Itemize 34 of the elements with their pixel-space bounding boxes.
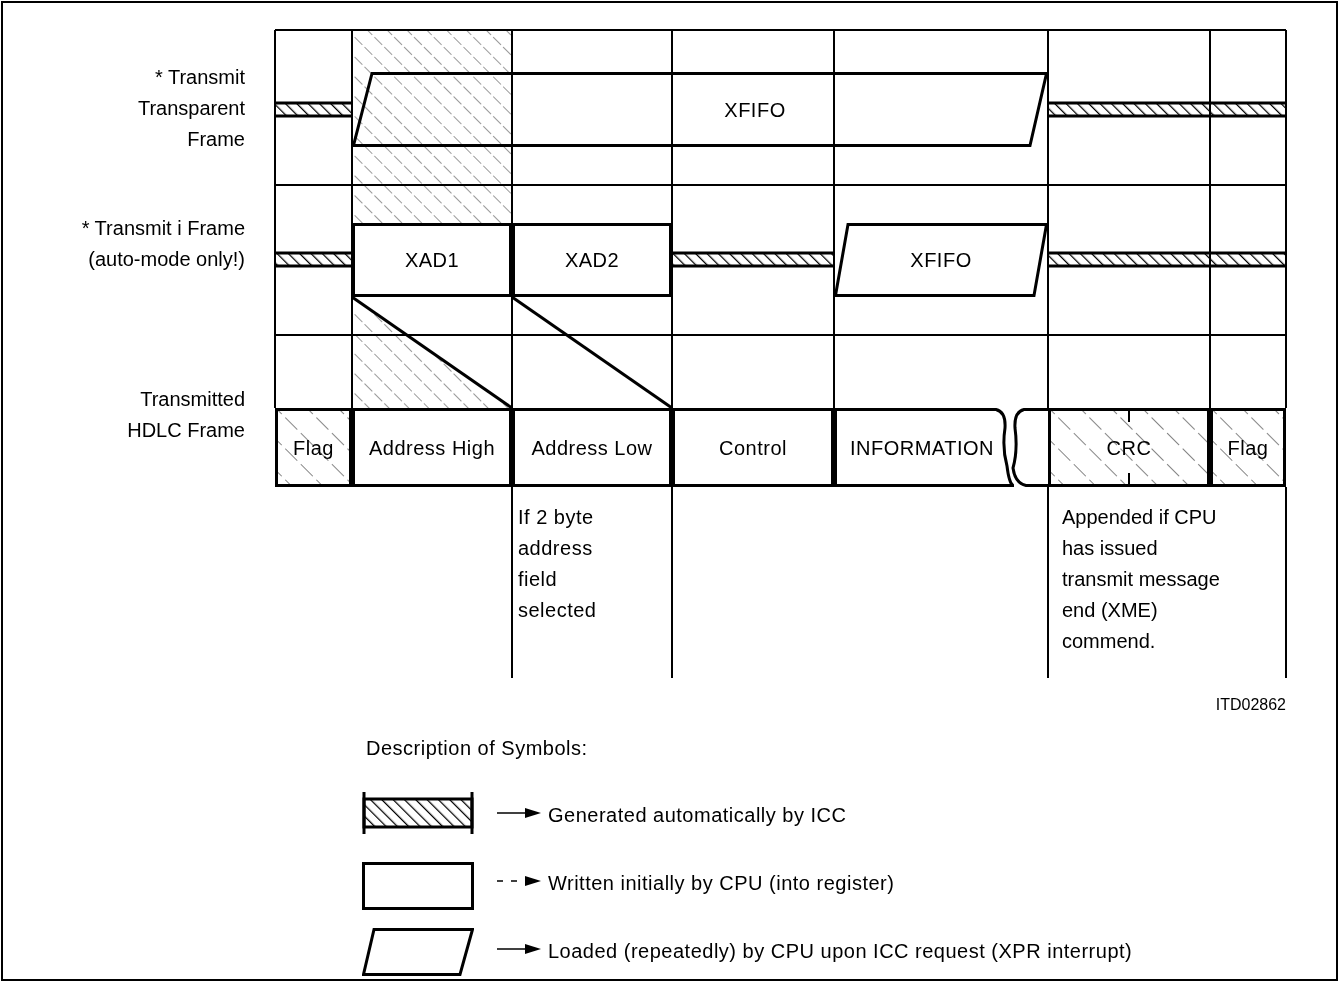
register-label: XFIFO (723, 97, 787, 123)
row-label: Transmitted HDLC Frame (126, 387, 245, 443)
note-text: If 2 byte address field selected (518, 505, 598, 623)
field-label: Flag (292, 435, 335, 461)
field-label: Address High (367, 435, 497, 461)
frame-field (512, 408, 672, 487)
row-label: * Transmit i Frame (auto-mode only!) (80, 216, 245, 272)
frame-field (672, 408, 834, 487)
mapping-line (511, 295, 673, 410)
register-label: XAD1 (403, 248, 461, 273)
field-label: Flag (1226, 435, 1270, 461)
field-label: CRC (1105, 435, 1153, 461)
figure-id: ITD02862 (1214, 695, 1286, 715)
frame-field (834, 408, 1014, 487)
mapping-line (351, 295, 513, 410)
field-label: Control (718, 435, 788, 461)
register-box (352, 223, 512, 297)
parallelogram-box (352, 72, 1048, 147)
legend-title: Description of Symbols: (366, 736, 588, 761)
register-box (512, 223, 672, 297)
register-label: XFIFO (909, 248, 973, 273)
legend-text: Loaded (repeatedly) by CPU upon ICC request (XPR interrupt) (548, 939, 1133, 964)
note-text: Appended if CPU has issued transmit message end (XME) commend. (1062, 505, 1221, 654)
field-label: Address Low (530, 435, 654, 461)
frame-field (352, 408, 512, 487)
legend-text: Generated automatically by ICC (548, 803, 847, 828)
parallelogram-box (834, 223, 1048, 297)
legend-text: Written initially by CPU (into register) (548, 871, 895, 896)
row-label: * Transmit Transparent Frame (136, 65, 245, 152)
frame-field (1048, 408, 1210, 487)
frame-field (1210, 408, 1286, 487)
register-label: XAD2 (563, 248, 621, 273)
frame-field (275, 408, 352, 487)
field-label: INFORMATION (849, 435, 995, 461)
